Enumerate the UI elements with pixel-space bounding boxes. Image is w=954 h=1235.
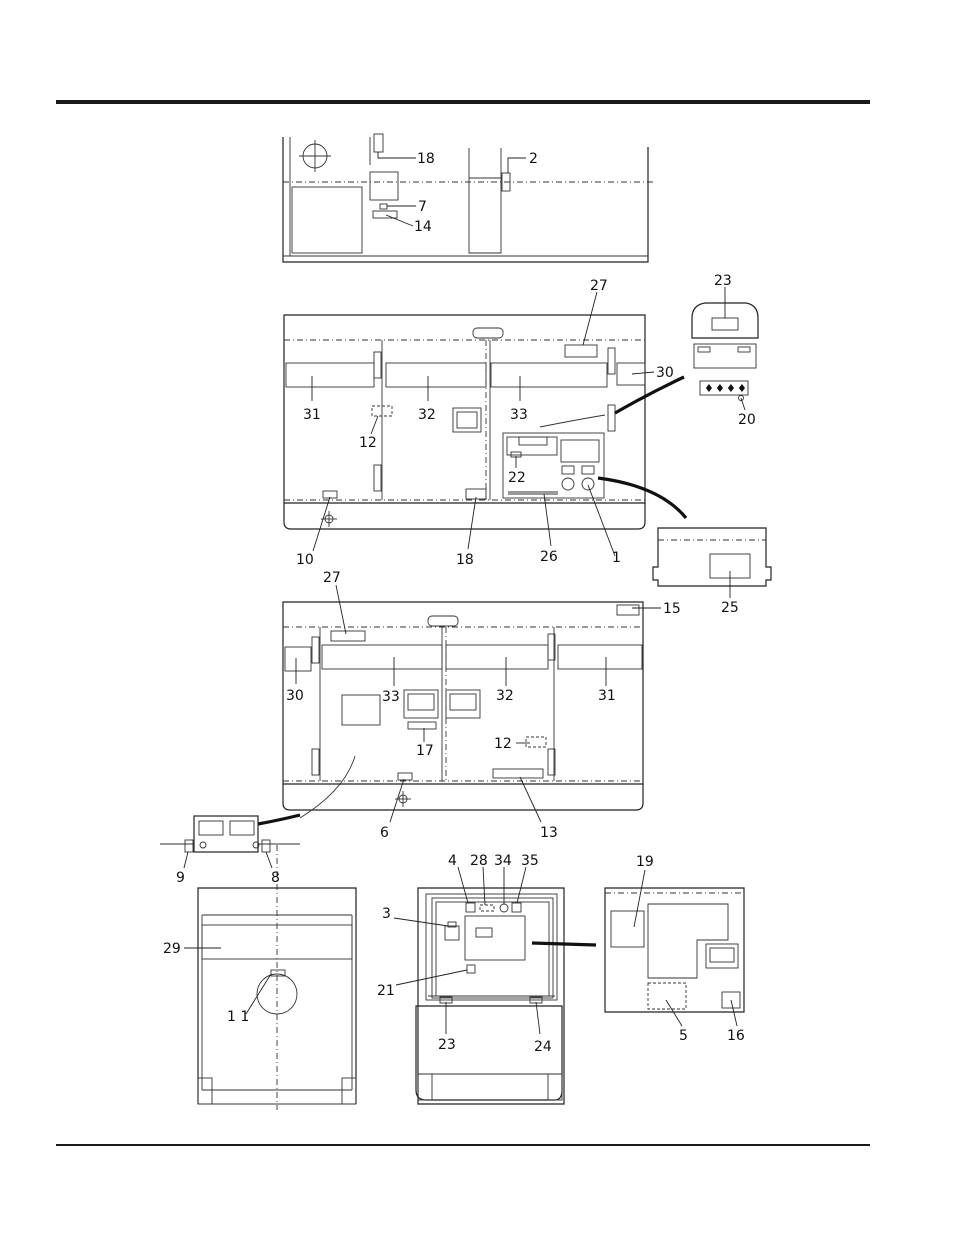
callout-1: 1 xyxy=(612,550,621,566)
callout-24: 24 xyxy=(534,1039,552,1055)
callout-19: 19 xyxy=(636,854,654,870)
callout-13: 13 xyxy=(540,825,558,841)
callout-2: 2 xyxy=(529,151,538,167)
callout-23-breaker: 23 xyxy=(714,273,732,289)
callout-27-right: 27 xyxy=(590,278,608,294)
callout-21: 21 xyxy=(377,983,395,999)
callout-12-left: 12 xyxy=(494,736,512,752)
callout-6: 6 xyxy=(380,825,389,841)
callout-3: 3 xyxy=(382,906,391,922)
callout-31-left: 31 xyxy=(598,688,616,704)
callout-32-right: 32 xyxy=(418,407,436,423)
end-view-radiator xyxy=(184,845,356,1110)
callout-30-left: 30 xyxy=(286,688,304,704)
callout-29: 29 xyxy=(163,941,181,957)
cable-to-heater xyxy=(258,815,300,824)
callout-27-left: 27 xyxy=(323,570,341,586)
svg-text:♦: ♦ xyxy=(726,382,736,395)
top-partial-view xyxy=(283,134,655,262)
breaker-detail: ♦ ♦ ♦ ♦ xyxy=(692,287,758,410)
callout-35: 35 xyxy=(521,853,539,869)
callout-12-right: 12 xyxy=(359,435,377,451)
side-view-right xyxy=(284,315,645,529)
callout-10: 10 xyxy=(296,552,314,568)
heater-detail xyxy=(160,816,300,868)
cable-to-cover-25 xyxy=(598,478,686,518)
cable-to-breaker xyxy=(615,377,684,413)
callout-26: 26 xyxy=(540,549,558,565)
callout-11: 1 1 xyxy=(227,1009,249,1025)
callout-18-top: 18 xyxy=(417,151,435,167)
callout-33-left: 33 xyxy=(382,689,400,705)
callout-16: 16 xyxy=(727,1028,745,1044)
callout-4: 4 xyxy=(448,853,457,869)
callout-8: 8 xyxy=(271,870,280,886)
top-view-leaders xyxy=(378,152,526,226)
callout-28: 28 xyxy=(470,853,488,869)
callout-25: 25 xyxy=(721,600,739,616)
svg-text:♦: ♦ xyxy=(737,382,747,395)
side-view-right-leaders xyxy=(312,292,654,556)
callout-20: 20 xyxy=(738,412,756,428)
svg-text:♦: ♦ xyxy=(704,382,714,395)
end-view-control xyxy=(416,888,596,1104)
cover-detail xyxy=(653,528,771,598)
side-view-left xyxy=(283,602,643,818)
callout-14: 14 xyxy=(414,219,432,235)
callout-30-right: 30 xyxy=(656,365,674,381)
callout-9: 9 xyxy=(176,870,185,886)
callout-22: 22 xyxy=(508,470,526,486)
callout-31-right: 31 xyxy=(303,407,321,423)
callout-33-right: 33 xyxy=(510,407,528,423)
callout-32-left: 32 xyxy=(496,688,514,704)
callout-17: 17 xyxy=(416,743,434,759)
control-panel-detail xyxy=(605,870,744,1026)
callout-23-control: 23 xyxy=(438,1037,456,1053)
callout-18-right: 18 xyxy=(456,552,474,568)
svg-text:♦: ♦ xyxy=(715,382,725,395)
callout-5: 5 xyxy=(679,1028,688,1044)
callout-34: 34 xyxy=(494,853,512,869)
callout-7: 7 xyxy=(418,199,427,215)
callout-15: 15 xyxy=(663,601,681,617)
